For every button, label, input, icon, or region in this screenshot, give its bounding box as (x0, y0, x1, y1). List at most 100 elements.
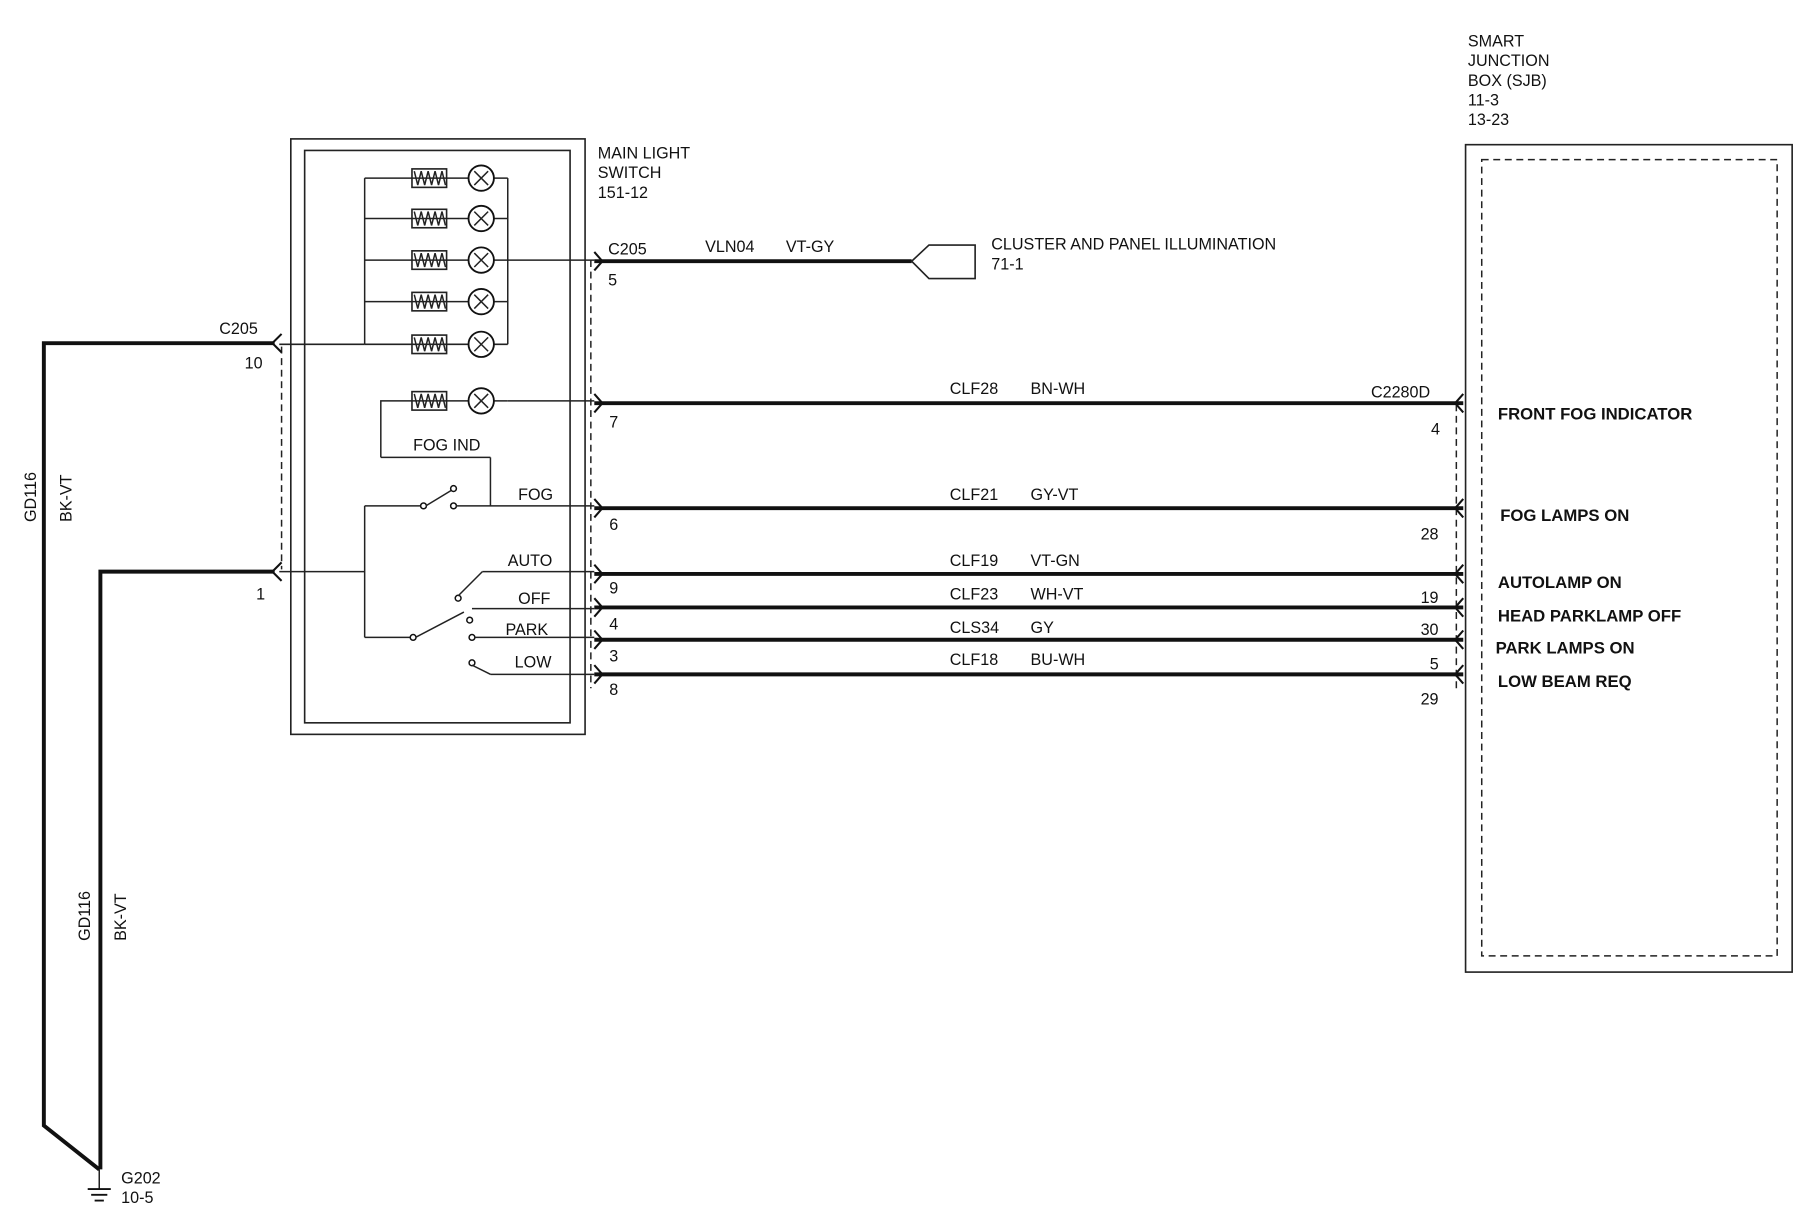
position-auto-label: AUTO (508, 552, 553, 570)
position-off-label: OFF (518, 590, 550, 608)
circuit-left-pin: 3 (609, 648, 618, 666)
sjb-signal-park-lamps: PARK LAMPS ON (1496, 639, 1635, 658)
sjb-outer-box (1464, 143, 1793, 973)
switch-inner-box (303, 149, 571, 724)
sjb-title-line-5: 13-23 (1468, 111, 1509, 129)
ground-pin-bottom: 1 (256, 585, 265, 603)
sjb-connector-label: C2280D (1371, 383, 1430, 401)
circuit-color: BN-WH (1031, 380, 1086, 398)
circuit-color: GY-VT (1031, 486, 1079, 504)
arrow-right-icon (593, 597, 604, 618)
circuit-cls34: 3 CLS34 GY 5 (593, 619, 1465, 674)
ground-circuit-name-upper: GD116 (22, 472, 40, 522)
sjb-signal-head-parklamp-off: HEAD PARKLAMP OFF (1498, 606, 1681, 625)
circuit-clf18: 8 CLF18 BU-WH 29 (593, 651, 1465, 708)
circuit-wires: 7 CLF28 BN-WH 4 6 CLF21 GY-VT 28 9 CLF19… (593, 380, 1465, 708)
circuit-name: CLF23 (950, 585, 998, 603)
pin-5-arrow-icon (593, 251, 604, 272)
cluster-illumination: C205 5 VLN04 VT-GY CLUSTER AND PANEL ILL… (593, 236, 1276, 289)
circuit-right-pin: 30 (1421, 621, 1439, 639)
sjb-title-line-3: BOX (SJB) (1468, 72, 1547, 90)
circuit-clf21: 6 CLF21 GY-VT 28 (593, 486, 1465, 543)
circuit-clf23: 4 CLF23 WH-VT 30 (593, 585, 1465, 639)
switch-title-line-1: MAIN LIGHT (598, 145, 691, 163)
ground-circuit: C205 10 1 GD116 BK-VT GD116 BK-VT G202 1… (22, 320, 283, 1207)
circuit-right-pin: 5 (1430, 656, 1439, 674)
pin-10-arrow-icon (270, 333, 283, 354)
position-park-label: PARK (505, 621, 548, 639)
arrow-right-icon (593, 664, 604, 685)
circuit-left-pin: 8 (609, 681, 618, 699)
main-light-switch: MAIN LIGHT SWITCH 151-12 (279, 138, 691, 736)
sjb-title-line-1: SMART (1468, 33, 1524, 51)
smart-junction-box: SMART JUNCTION BOX (SJB) 11-3 13-23 C228… (1371, 33, 1793, 973)
circuit-name: CLS34 (950, 619, 999, 637)
switch-outer-box (289, 138, 586, 736)
arrow-left-icon (1453, 629, 1465, 650)
circuit-clf19: 9 CLF19 VT-GN 19 (593, 552, 1465, 607)
cluster-connector-icon (910, 244, 976, 280)
pin-1-arrow-icon (270, 561, 283, 582)
arrow-left-icon (1453, 664, 1465, 685)
circuit-color: WH-VT (1031, 585, 1084, 603)
circuit-clf28: 7 CLF28 BN-WH 4 (593, 380, 1465, 438)
ground-wire-inner (98, 569, 275, 1170)
cluster-circuit-label: VLN04 (705, 238, 754, 256)
switch-title-line-2: SWITCH (598, 164, 662, 182)
sjb-signal-low-beam: LOW BEAM REQ (1498, 672, 1632, 691)
circuit-name: CLF19 (950, 552, 998, 570)
arrow-left-icon (1453, 393, 1465, 414)
circuit-color: BU-WH (1031, 651, 1086, 669)
cluster-pin-label: 5 (608, 271, 617, 289)
bulb-row-1-icon (364, 164, 508, 192)
sjb-signal-front-fog: FRONT FOG INDICATOR (1498, 404, 1692, 423)
arrow-right-icon (593, 393, 604, 414)
arrow-left-icon (1453, 564, 1465, 584)
position-fog-label: FOG (518, 486, 553, 504)
illumination-bulb-ladder (279, 164, 595, 358)
circuit-color: GY (1031, 619, 1055, 637)
ground-pin-top: 10 (245, 355, 263, 373)
arrow-right-icon (593, 629, 604, 650)
cluster-label: CLUSTER AND PANEL ILLUMINATION (991, 236, 1276, 254)
bulb-row-2-icon (364, 204, 508, 233)
sjb-title-line-2: JUNCTION (1468, 52, 1550, 70)
circuit-name: CLF21 (950, 486, 998, 504)
cluster-ref-label: 71-1 (991, 255, 1023, 273)
circuit-left-pin: 4 (609, 615, 618, 633)
position-low-label: LOW (515, 653, 553, 671)
arrow-right-icon (593, 564, 604, 584)
circuit-left-pin: 6 (609, 516, 618, 534)
sjb-inner-dash-box (1480, 158, 1778, 957)
circuit-name: CLF28 (950, 380, 998, 398)
bulb-row-3-icon (364, 246, 508, 274)
arrow-right-icon (593, 498, 604, 519)
circuit-right-pin: 28 (1421, 525, 1439, 543)
switch-title-line-3: 151-12 (598, 184, 648, 202)
ground-connector-label: C205 (219, 320, 258, 338)
circuit-left-pin: 7 (609, 413, 618, 431)
ground-circuit-name-lower: GD116 (76, 891, 94, 941)
bulb-row-5-icon (364, 330, 508, 358)
ground-color-upper: BK-VT (58, 474, 76, 522)
cluster-color-label: VT-GY (786, 238, 835, 256)
bulb-row-4-icon (364, 287, 508, 316)
circuit-name: CLF18 (950, 651, 998, 669)
circuit-right-pin: 4 (1431, 420, 1440, 438)
fog-indicator-lamp-icon (380, 387, 595, 506)
ground-ref-label: 10-5 (121, 1189, 153, 1207)
fog-ind-label: FOG IND (413, 436, 480, 454)
sjb-signal-fog-lamps: FOG LAMPS ON (1500, 506, 1629, 525)
ground-wire-outer (41, 341, 275, 1171)
arrow-left-icon (1453, 498, 1465, 519)
cluster-connector-label: C205 (608, 240, 647, 258)
circuit-right-pin: 29 (1421, 690, 1439, 708)
circuit-left-pin: 9 (609, 580, 618, 598)
arrow-left-icon (1453, 597, 1465, 618)
ground-color-lower: BK-VT (112, 893, 130, 941)
circuit-color: VT-GN (1031, 552, 1080, 570)
sjb-signal-autolamp: AUTOLAMP ON (1498, 573, 1622, 592)
switch-contacts (279, 484, 595, 676)
ground-symbol-icon (87, 1169, 111, 1202)
